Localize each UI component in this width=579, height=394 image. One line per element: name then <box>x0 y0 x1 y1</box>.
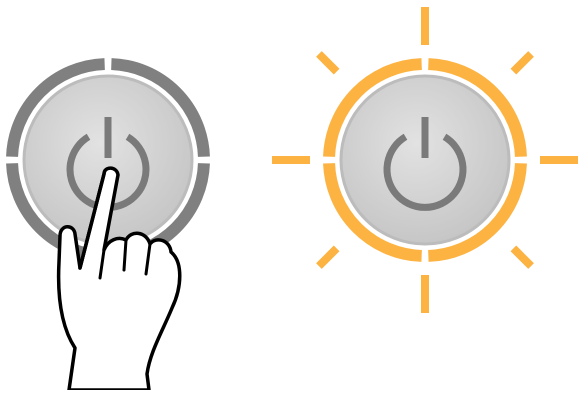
glow-ray <box>319 248 337 266</box>
glow-ray <box>319 54 337 72</box>
right-power-button[interactable] <box>272 7 578 313</box>
right-button-face <box>341 76 509 244</box>
glow-ray <box>513 248 531 266</box>
glow-ray <box>513 54 531 72</box>
